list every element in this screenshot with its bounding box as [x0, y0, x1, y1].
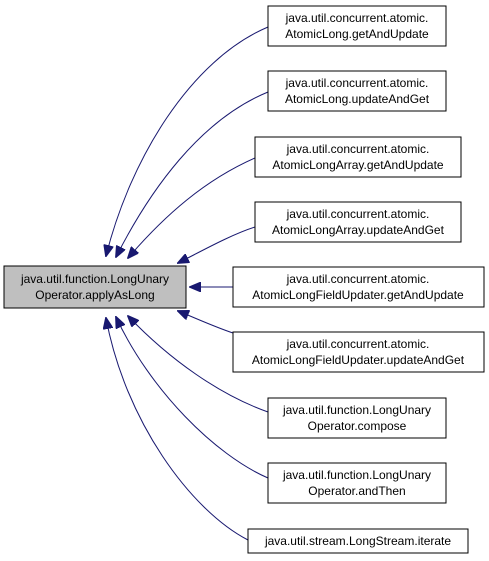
caller-node-box	[232, 266, 485, 308]
caller-node-box	[267, 462, 447, 504]
edge-atomiclongarray-updateandget	[178, 226, 256, 263]
caller-node-atomiclongfieldupdater-updateandget[interactable]: java.util.concurrent.atomic. AtomicLongF…	[232, 331, 485, 373]
edge-atomiclongarray-getandupdate	[128, 157, 256, 258]
caller-node-label-line2: Operator.compose	[308, 419, 407, 433]
caller-node-label-line2: Operator.andThen	[308, 484, 405, 498]
caller-node-box	[267, 397, 447, 439]
caller-node-longunaryoperator-compose[interactable]: java.util.function.LongUnary Operator.co…	[267, 397, 447, 439]
caller-node-label-line2: AtomicLong.updateAndGet	[285, 92, 430, 106]
caller-node-label-line1: java.util.stream.LongStream.iterate	[264, 534, 451, 548]
caller-node-label-line2: AtomicLong.getAndUpdate	[285, 27, 429, 41]
caller-node-atomiclongarray-getandupdate[interactable]: java.util.concurrent.atomic. AtomicLongA…	[254, 136, 462, 178]
caller-node-atomiclong-getandupdate[interactable]: java.util.concurrent.atomic. AtomicLong.…	[267, 5, 447, 47]
caller-node-label-line2: AtomicLongFieldUpdater.updateAndGet	[252, 353, 465, 367]
caller-node-box	[254, 201, 462, 243]
edge-atomiclong-getandupdate	[106, 26, 269, 256]
caller-node-atomiclong-updateandget[interactable]: java.util.concurrent.atomic. AtomicLong.…	[267, 70, 447, 112]
target-node-label-line2: Operator.applyAsLong	[35, 288, 154, 302]
caller-node-label-line1: java.util.concurrent.atomic.	[286, 272, 430, 286]
caller-node-label-line1: java.util.concurrent.atomic.	[285, 76, 429, 90]
caller-node-atomiclongfieldupdater-getandupdate[interactable]: java.util.concurrent.atomic. AtomicLongF…	[232, 266, 485, 308]
caller-node-box	[247, 528, 469, 554]
edge-longunaryoperator-compose	[128, 316, 269, 413]
caller-node-box	[267, 70, 447, 112]
caller-node-box	[267, 5, 447, 47]
caller-node-label-line1: java.util.concurrent.atomic.	[286, 337, 430, 351]
edge-longunaryoperator-andthen	[116, 317, 269, 479]
edges	[106, 26, 269, 541]
caller-node-label-line1: java.util.function.LongUnary	[282, 468, 431, 482]
caller-node-longunaryoperator-andthen[interactable]: java.util.function.LongUnary Operator.an…	[267, 462, 447, 504]
caller-node-box	[232, 331, 485, 373]
caller-node-atomiclongarray-updateandget[interactable]: java.util.concurrent.atomic. AtomicLongA…	[254, 201, 462, 243]
caller-node-label-line2: AtomicLongFieldUpdater.getAndUpdate	[252, 288, 464, 302]
edge-longstream-iterate	[106, 318, 249, 541]
caller-node-label-line1: java.util.function.LongUnary	[282, 403, 431, 417]
caller-node-label-line1: java.util.concurrent.atomic.	[285, 11, 429, 25]
caller-node-label-line2: AtomicLongArray.getAndUpdate	[272, 158, 444, 172]
caller-node-label-line1: java.util.concurrent.atomic.	[286, 142, 430, 156]
target-node-box	[3, 265, 187, 309]
edge-atomiclongfieldupdater-updateandget	[178, 311, 234, 334]
edge-atomiclong-updateandget	[116, 91, 269, 257]
target-node[interactable]: java.util.function.LongUnary Operator.ap…	[3, 265, 187, 309]
caller-node-label-line1: java.util.concurrent.atomic.	[286, 207, 430, 221]
target-node-label-line1: java.util.function.LongUnary	[20, 272, 169, 286]
caller-node-label-line2: AtomicLongArray.updateAndGet	[272, 223, 445, 237]
caller-node-box	[254, 136, 462, 178]
caller-node-longstream-iterate[interactable]: java.util.stream.LongStream.iterate	[247, 528, 469, 554]
